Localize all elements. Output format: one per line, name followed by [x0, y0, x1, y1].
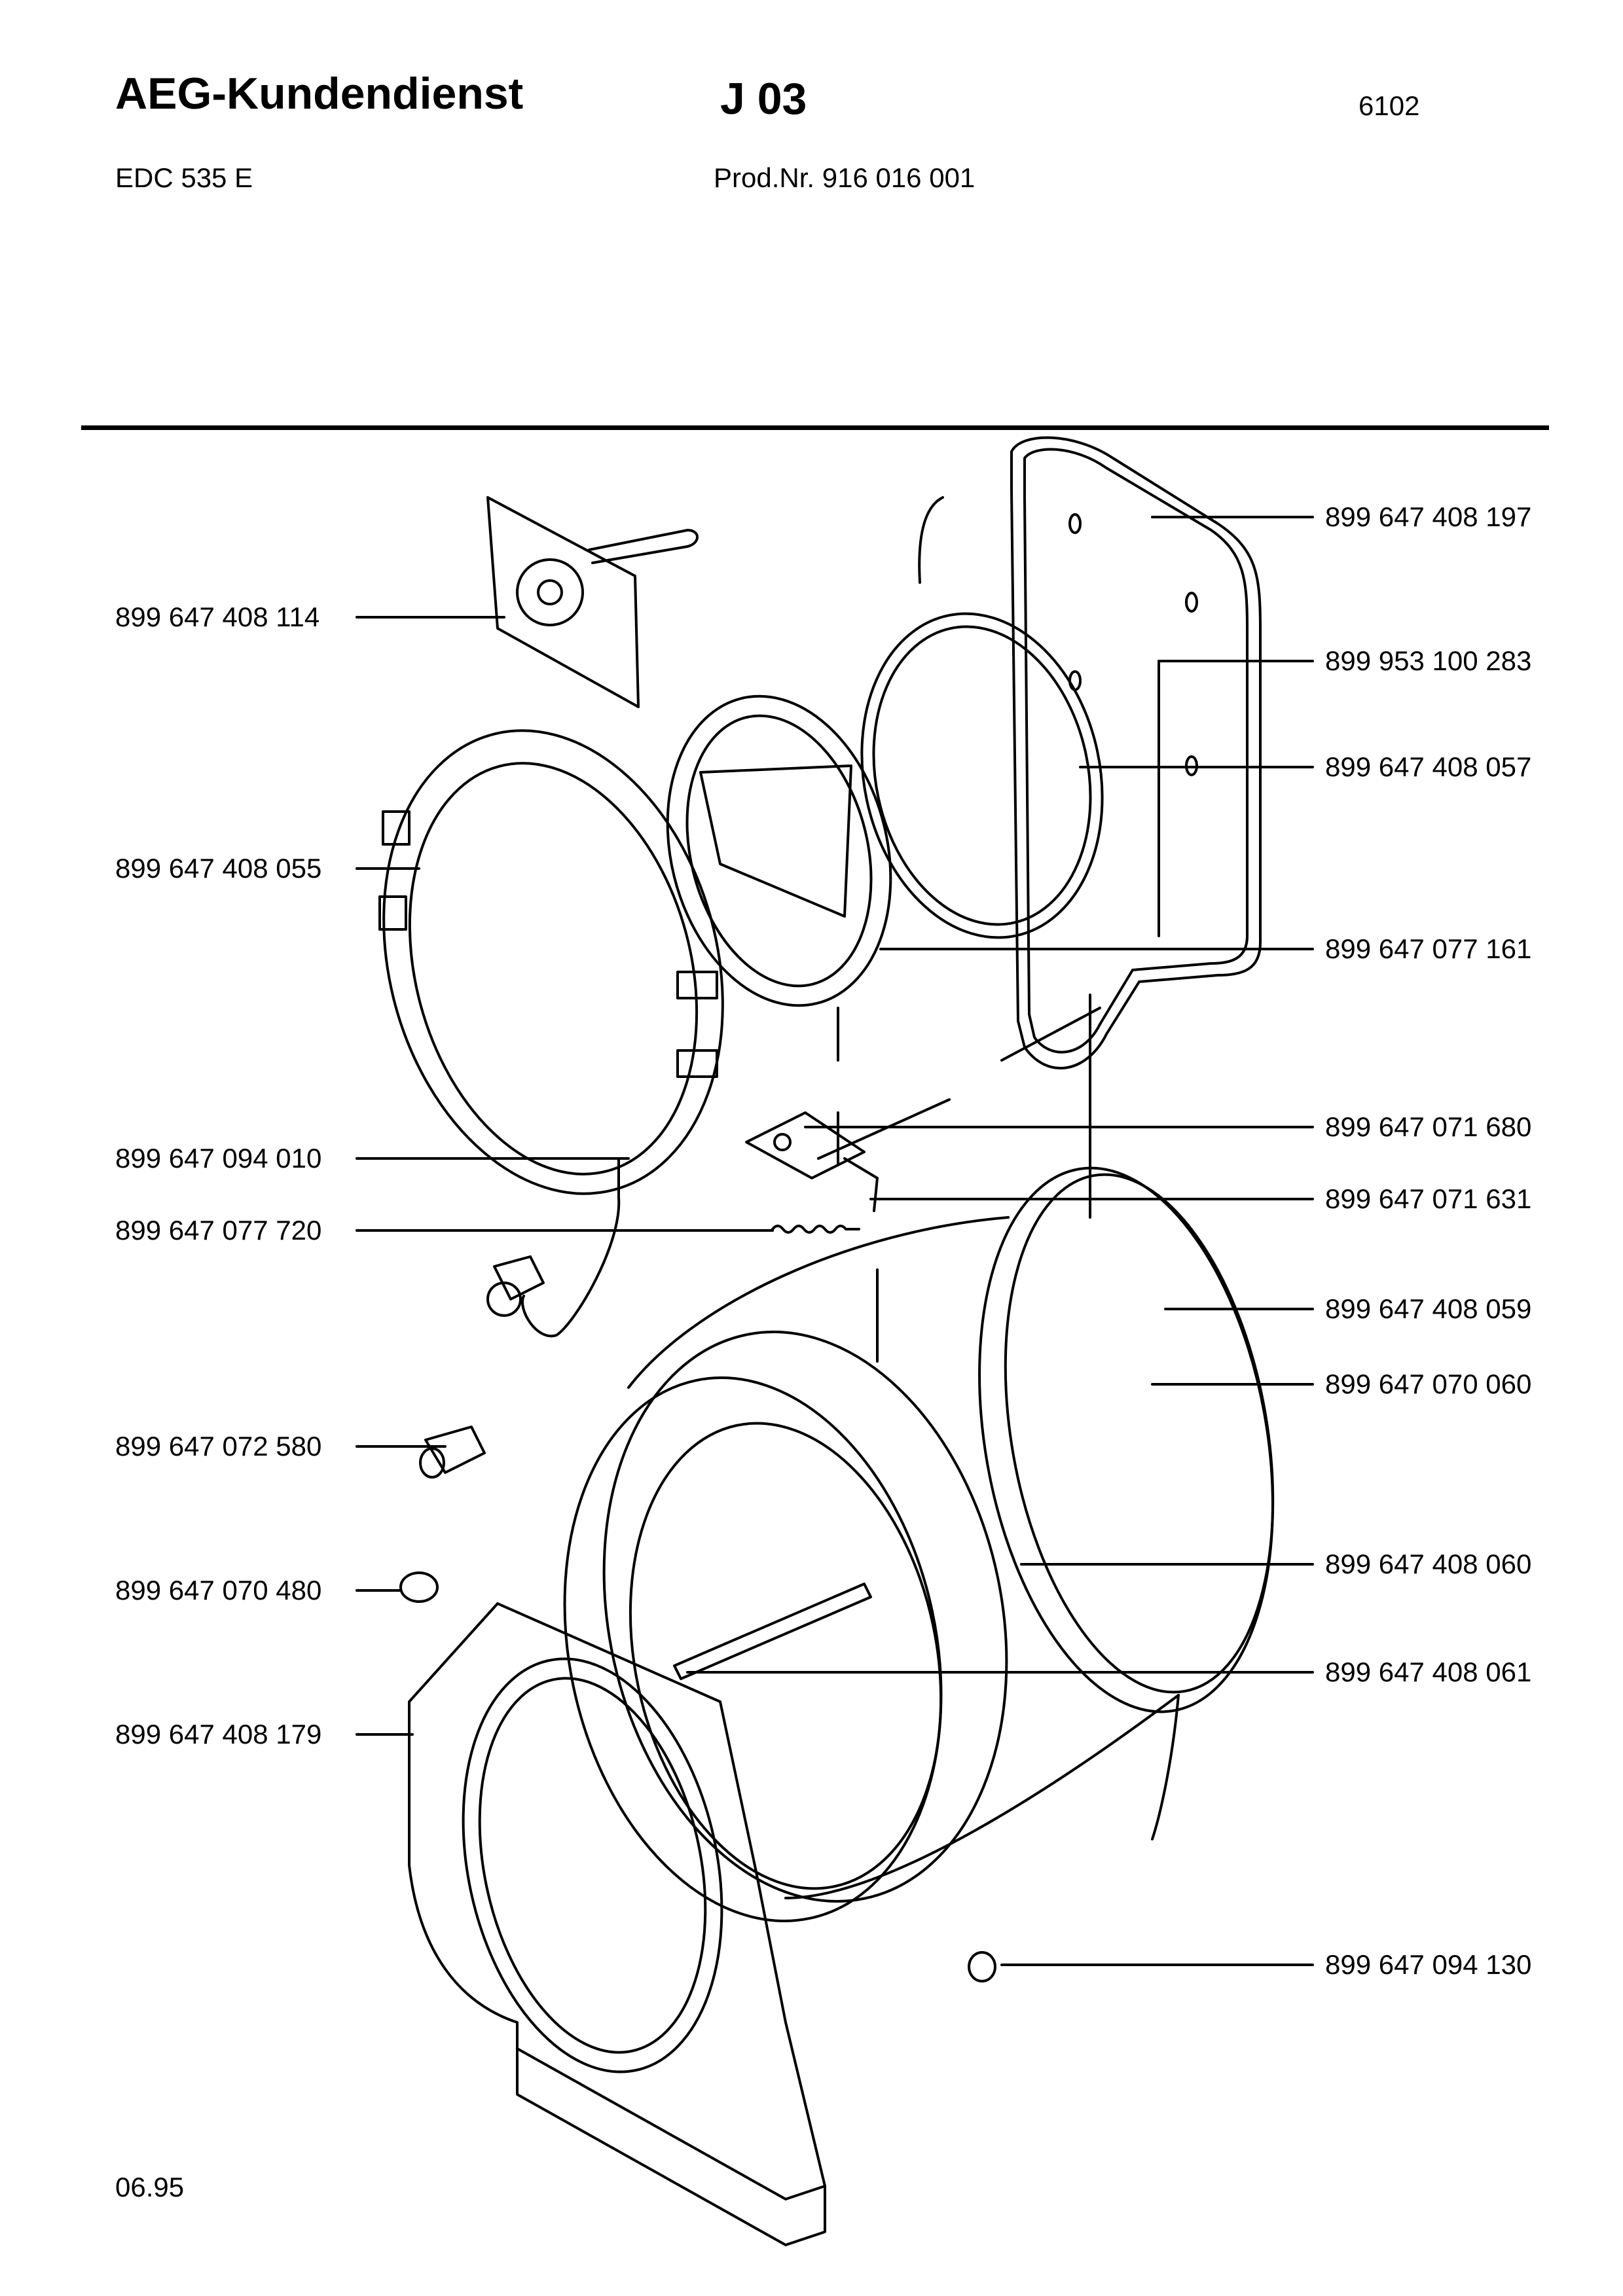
section-code: J 03 [720, 74, 807, 124]
wire-loop [843, 1157, 879, 1212]
ring-tab [676, 971, 718, 999]
panel-hole [1068, 513, 1082, 534]
part-label-rear-ring: 899 647 408 057 [1325, 751, 1532, 782]
cable [521, 1157, 621, 1338]
drum-rib [602, 1331, 1008, 1903]
bearing-center [537, 579, 563, 605]
front-ring-outer [382, 729, 724, 1195]
rear-panel-edge [918, 496, 944, 584]
rear-panel [1010, 436, 1262, 1070]
rear-panel-inner [1023, 448, 1249, 1054]
plug-socket [486, 1282, 522, 1317]
part-label-drum-paddle: 899 647 408 061 [1325, 1657, 1532, 1687]
part-label-rear-panel: 899 647 408 197 [1325, 501, 1532, 532]
product-number: Prod.Nr. 916 016 001 [714, 162, 976, 193]
drum-paddle [673, 1583, 872, 1680]
part-label-small-bracket: 899 647 071 680 [1325, 1111, 1532, 1142]
bearing-housing [516, 558, 584, 626]
belt-end [1151, 1694, 1180, 1840]
drum-top-edge [627, 1216, 1010, 1389]
bearing-arm [588, 529, 699, 564]
part-label-spring: 899 647 077 720 [115, 1215, 322, 1246]
drum-belt [978, 1166, 1274, 1713]
part-label-drum-belt: 899 647 070 060 [1325, 1369, 1532, 1399]
part-label-sensor: 899 647 094 130 [1325, 1949, 1532, 1980]
drum-bottom-edge [784, 1694, 1180, 1899]
brand-title: AEG-Kundendienst [115, 69, 524, 118]
screw-head [419, 1447, 445, 1479]
part-label-front-frame: 899 647 408 179 [115, 1719, 322, 1749]
ring-tab [676, 1049, 718, 1078]
part-label-bearing-bracket: 899 647 408 114 [115, 601, 320, 632]
spring [771, 1225, 860, 1234]
page-number: 6102 [1359, 90, 1420, 121]
panel-hole [1185, 755, 1198, 776]
guide-line [817, 1098, 951, 1160]
front-frame-base [516, 2047, 826, 2246]
seal-window [699, 764, 852, 918]
part-label-panel-cable: 899 953 100 283 [1325, 645, 1532, 676]
part-label-wire-loop: 899 647 071 631 [1325, 1183, 1532, 1214]
plug [493, 1255, 545, 1300]
ring-tab [378, 895, 407, 931]
panel-hole [1185, 592, 1198, 613]
panel-hole [1068, 670, 1082, 691]
part-label-front-ring: 899 647 408 055 [115, 853, 322, 884]
ring-tab [382, 810, 410, 846]
part-label-screw: 899 647 072 580 [115, 1431, 322, 1462]
part-label-drum-seal: 899 647 077 161 [1325, 933, 1532, 964]
front-ring-inner [408, 762, 699, 1175]
front-frame-opening-outer [462, 1657, 723, 2073]
guide-line [1000, 1007, 1101, 1062]
part-label-grommet: 899 647 070 480 [115, 1575, 322, 1605]
screw-body [424, 1426, 486, 1474]
small-bracket [745, 1111, 866, 1179]
footer-date: 06.95 [115, 2172, 185, 2202]
front-frame-opening-inner [478, 1677, 707, 2054]
sensor [968, 1951, 996, 1982]
header-divider [81, 425, 1549, 430]
bracket-hole [773, 1133, 792, 1151]
rear-ring-outer [860, 612, 1104, 939]
drum-rear-edge [1004, 1173, 1275, 1694]
front-frame [408, 1602, 826, 2200]
model-name: EDC 535 E [115, 162, 253, 193]
part-label-drum-body: 899 647 408 060 [1325, 1549, 1532, 1579]
rear-ring-inner [872, 625, 1092, 926]
drum-front-outer [563, 1376, 943, 1922]
bearing-bracket [486, 496, 640, 708]
grommet [399, 1571, 439, 1603]
part-label-cable: 899 647 094 010 [115, 1143, 322, 1174]
drum-seal-outer [666, 694, 892, 1007]
drum-front-inner [629, 1422, 943, 1890]
part-label-drum: 899 647 408 059 [1325, 1293, 1532, 1324]
